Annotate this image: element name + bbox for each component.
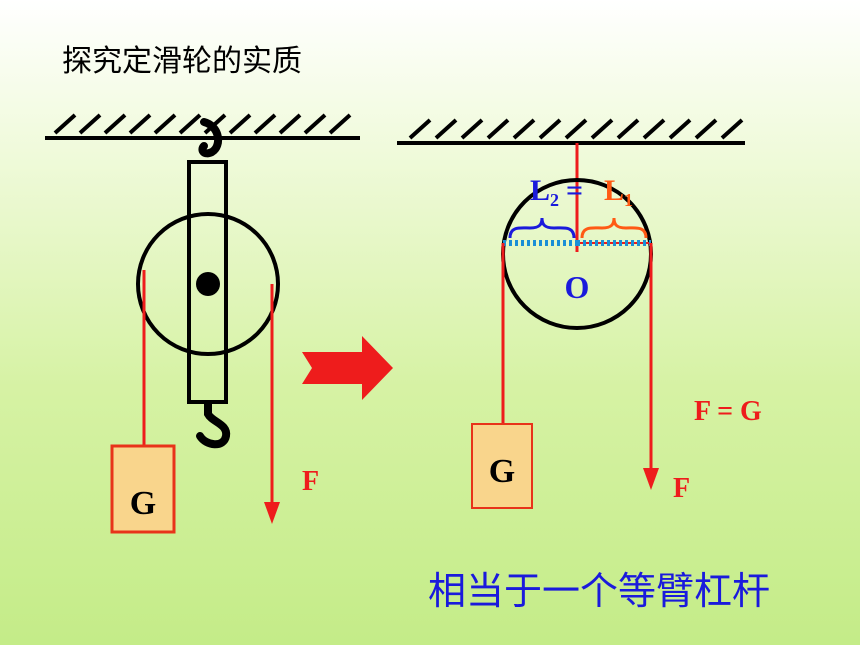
left-pulley-wheel xyxy=(136,212,280,356)
transform-arrow-icon xyxy=(302,336,393,400)
left-ceiling xyxy=(45,113,360,140)
brace-right-icon xyxy=(580,217,648,239)
right-ceiling xyxy=(397,118,745,145)
right-force-arrow-icon xyxy=(643,468,659,490)
equation-label: F = G xyxy=(694,396,762,427)
brace-left-icon xyxy=(508,217,576,239)
right-weight-label: G xyxy=(489,453,515,490)
left-force-label: F xyxy=(302,466,319,497)
arm-left-label: L2 xyxy=(530,174,559,210)
arm-right-label: L1 xyxy=(604,174,633,210)
top-hook-icon xyxy=(198,118,223,158)
left-weight-label: G xyxy=(130,485,156,522)
axle xyxy=(196,272,220,296)
equals-sign: = xyxy=(566,174,583,207)
conclusion-text: 相当于一个等臂杠杆 xyxy=(428,569,771,613)
page-title: 探究定滑轮的实质 xyxy=(62,44,302,79)
left-weight-box xyxy=(110,444,176,534)
center-label: O xyxy=(565,269,590,305)
left-force-arrow-icon xyxy=(264,502,280,524)
right-weight-box xyxy=(471,423,533,509)
bottom-hook-icon xyxy=(196,400,231,449)
right-force-label: F xyxy=(673,473,690,504)
